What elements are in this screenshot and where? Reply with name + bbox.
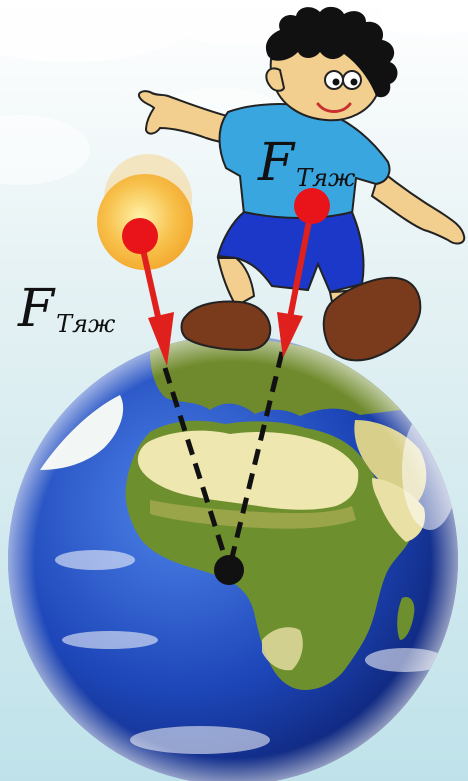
force-symbol: F [18,279,54,339]
boy-force-point [294,188,330,224]
ball-force-point [122,218,158,254]
boy-shoe-left [182,302,271,350]
force-subscript: Тяж [56,310,115,338]
boy-force-label: FТяж [258,137,355,189]
ball-force-label: FТяж [18,283,115,335]
force-symbol: F [258,133,294,193]
earth-center-point [214,555,244,585]
force-subscript: Тяж [296,164,355,192]
